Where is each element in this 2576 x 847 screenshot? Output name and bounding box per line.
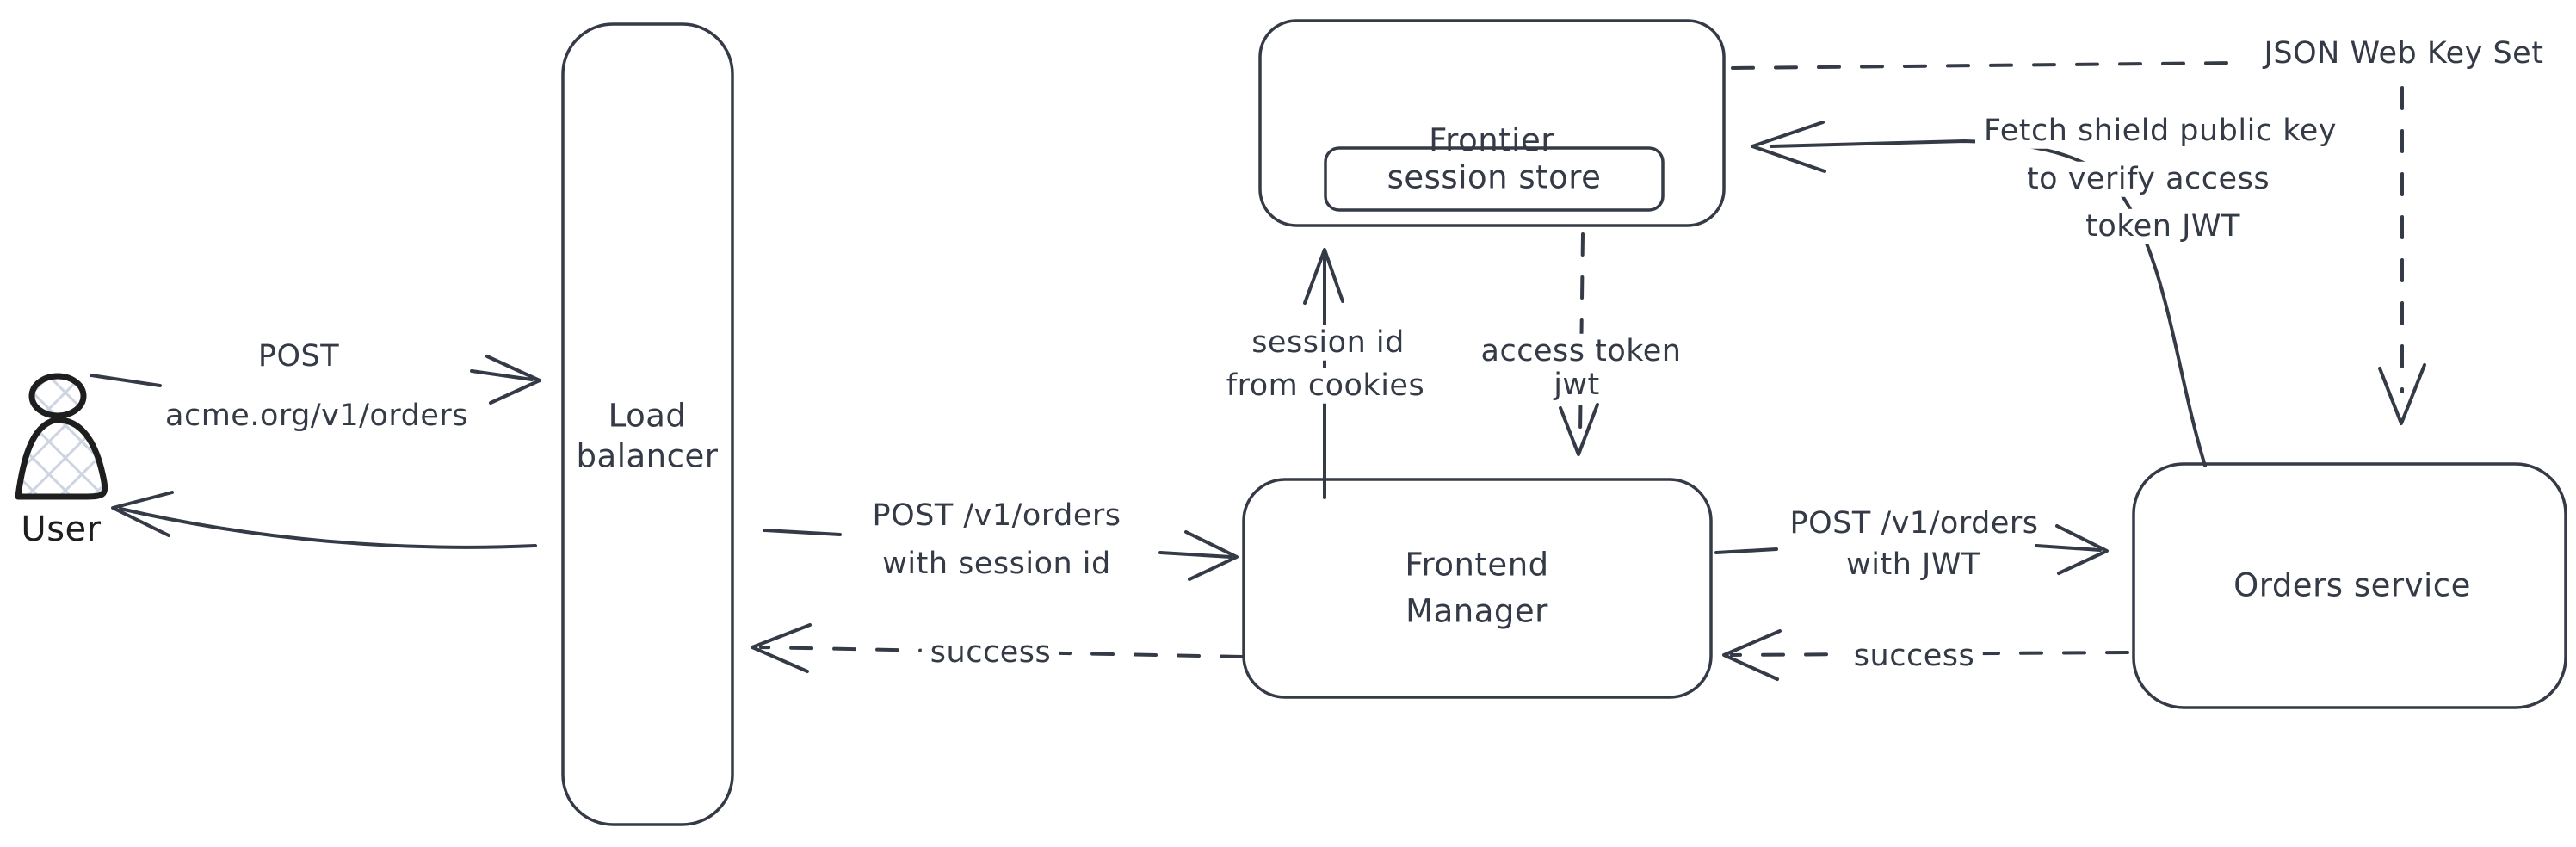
edge-label-user-to-lb-line2: acme.org/v1/orders	[157, 398, 477, 434]
arrow-lb-to-fm	[763, 529, 1239, 581]
session-store-label: session store	[1387, 158, 1602, 196]
arrow-fm-to-lb-success	[751, 623, 1244, 673]
arrow-user-to-lb	[90, 355, 541, 405]
edge-label-fetch-key-line1: Fetch shield public key	[1975, 113, 2345, 149]
load-balancer-box	[561, 22, 734, 826]
load-balancer-label-line2: balancer	[576, 437, 719, 475]
dashed-line-frontier-to-jwks	[1731, 61, 2237, 70]
user-body	[15, 417, 108, 500]
arrow-orders-to-fm-success	[1722, 629, 2129, 681]
edge-label-user-to-lb-line1: POST	[249, 338, 349, 374]
arrow-jwks-to-orders	[2378, 86, 2426, 425]
edge-label-orders-to-fm-success: success	[1844, 638, 1984, 674]
edge-label-lb-to-fm-line2: with session id	[874, 546, 1120, 582]
user-figure	[15, 373, 108, 500]
orders-service-label: Orders service	[2233, 566, 2471, 604]
edge-label-lb-to-fm-line1: POST /v1/orders	[863, 498, 1130, 534]
edge-label-fm-to-frontier-line2: from cookies	[1217, 368, 1434, 404]
jwks-label: JSON Web Key Set	[2264, 35, 2544, 71]
session-store-box	[1324, 146, 1665, 212]
frontier-label: Frontier	[1429, 121, 1554, 159]
user-head	[28, 373, 87, 419]
arrow-lb-to-user	[111, 491, 537, 549]
edge-label-fm-to-orders-line1: POST /v1/orders	[1781, 505, 2048, 541]
edge-label-fetch-key-line3: token JWT	[2077, 208, 2249, 244]
edge-label-fm-to-orders-line2: with JWT	[1838, 547, 1989, 583]
frontend-manager-label-line2: Manager	[1405, 592, 1548, 630]
edge-label-fm-to-lb-success: success	[921, 634, 1060, 671]
edge-label-frontier-to-fm-line2: jwt	[1545, 367, 1609, 403]
edge-label-fm-to-frontier-line1: session id	[1243, 325, 1413, 361]
frontend-manager-label-line1: Frontend	[1405, 546, 1549, 584]
arrow-fm-to-orders	[1714, 524, 2109, 575]
frontend-manager-box	[1242, 478, 1713, 699]
frontier-box	[1258, 19, 1726, 227]
edge-label-frontier-to-fm-line1: access token	[1472, 333, 1690, 369]
load-balancer-label-line1: Load	[608, 397, 687, 435]
user-label: User	[21, 510, 102, 549]
edge-label-fetch-key-line2: to verify access	[2017, 161, 2279, 197]
orders-service-box	[2132, 462, 2567, 709]
